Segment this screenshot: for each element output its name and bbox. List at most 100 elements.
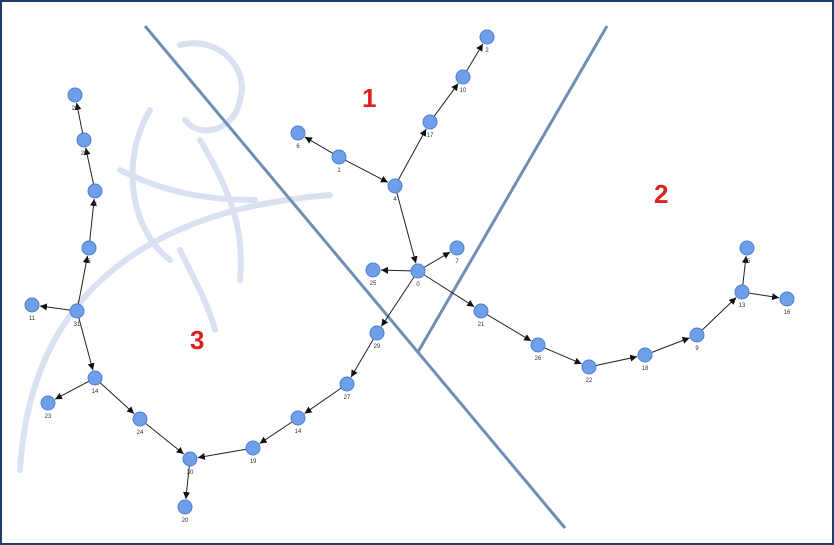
node-label: 30 — [187, 470, 194, 476]
graph-node — [40, 395, 56, 411]
region-label-1: 1 — [362, 83, 376, 113]
node-label: 19 — [250, 459, 257, 465]
edge-arrow — [78, 317, 95, 371]
edge-arrow — [344, 159, 389, 183]
edge-arrow — [396, 192, 418, 264]
node-label: 14 — [295, 429, 302, 435]
graph-node — [132, 411, 148, 427]
node-label: 16 — [784, 310, 791, 316]
graph-node — [530, 337, 546, 353]
edge-arrow — [83, 147, 95, 185]
edge-arrow — [39, 303, 71, 311]
graph-node — [24, 297, 40, 313]
node-label: 6 — [296, 144, 300, 150]
node-label: 2 — [485, 48, 489, 54]
edge-arrow — [595, 354, 638, 367]
node-label: 31 — [74, 322, 81, 328]
node-label: 17 — [427, 133, 434, 139]
edge-arrow — [197, 448, 247, 460]
graph-node — [177, 499, 193, 515]
graph-node — [449, 240, 465, 256]
node-label: 22 — [586, 378, 593, 384]
node-label: 13 — [739, 303, 746, 309]
graph-node — [734, 284, 750, 300]
edge-arrow — [397, 128, 427, 181]
divider-line-right — [416, 25, 609, 353]
node-label: 26 — [81, 151, 88, 157]
edge-arrow — [433, 83, 459, 117]
node-label: 24 — [137, 430, 144, 436]
edge-arrow — [54, 380, 90, 400]
graph-node — [339, 376, 355, 392]
node-label: 15 — [744, 259, 751, 265]
graph-node — [369, 325, 385, 341]
edge-arrow — [651, 337, 690, 353]
edge-arrow — [423, 274, 475, 308]
graph-node — [290, 125, 306, 141]
node-label: 18 — [642, 366, 649, 372]
node-label: 28 — [72, 106, 79, 112]
edge-arrow — [423, 251, 451, 268]
node-label: 25 — [370, 281, 377, 287]
graph-node — [331, 149, 347, 165]
edge-arrow — [701, 297, 737, 331]
graph-node — [410, 263, 426, 279]
node-label: 14 — [92, 389, 99, 395]
edge-arrow — [99, 382, 135, 414]
edge-arrow — [350, 338, 374, 378]
graph-node — [67, 87, 83, 103]
node-label: 9 — [695, 346, 699, 352]
edge-arrow — [748, 292, 780, 301]
edge-arrow — [304, 387, 342, 414]
graph-node — [87, 370, 103, 386]
divider-line-left — [143, 25, 567, 529]
graph-node — [81, 240, 97, 256]
node-label: 8 — [93, 202, 97, 208]
edges-layer — [39, 43, 780, 500]
graph-node — [365, 262, 381, 278]
graph-node — [422, 114, 438, 130]
graph-node — [69, 303, 85, 319]
node-label: 26 — [535, 356, 542, 362]
watermark-figure — [17, 40, 333, 473]
region-label-2: 2 — [654, 179, 668, 209]
nodes-layer: 2101761470252126221891315162927141930202… — [24, 29, 795, 524]
node-label: 29 — [374, 344, 381, 350]
node-label: 4 — [393, 197, 397, 203]
edge-arrow — [183, 465, 191, 500]
node-label: 10 — [460, 88, 467, 94]
node-label: 23 — [45, 414, 52, 420]
graph-node — [479, 29, 495, 45]
edge-arrow — [741, 255, 749, 286]
node-label: 0 — [416, 282, 420, 288]
edge-arrow — [145, 422, 185, 455]
graph-node — [739, 240, 755, 256]
edge-arrow — [259, 421, 293, 444]
edge-arrow — [74, 102, 84, 134]
graph-node — [473, 303, 489, 319]
node-label: 27 — [344, 395, 351, 401]
node-label: 7 — [455, 259, 459, 265]
node-label: 1 — [337, 168, 341, 174]
graph-node — [182, 451, 198, 467]
graph-node — [245, 440, 261, 456]
edge-arrow — [304, 136, 334, 154]
graph-node — [87, 183, 103, 199]
graph-node — [581, 359, 597, 375]
node-label: 20 — [182, 518, 189, 524]
graph-node — [387, 178, 403, 194]
region-label-3: 3 — [190, 325, 204, 355]
edge-arrow — [89, 198, 97, 242]
edge-arrow — [380, 266, 412, 274]
node-label: 11 — [29, 316, 36, 322]
graph-node — [455, 69, 471, 85]
node-label: 21 — [478, 322, 485, 328]
edge-arrow — [544, 347, 582, 365]
graph-node — [290, 410, 306, 426]
edge-arrow — [486, 314, 532, 342]
edge-arrow — [380, 276, 415, 327]
node-label: 5 — [87, 259, 91, 265]
edge-arrow — [77, 255, 90, 305]
